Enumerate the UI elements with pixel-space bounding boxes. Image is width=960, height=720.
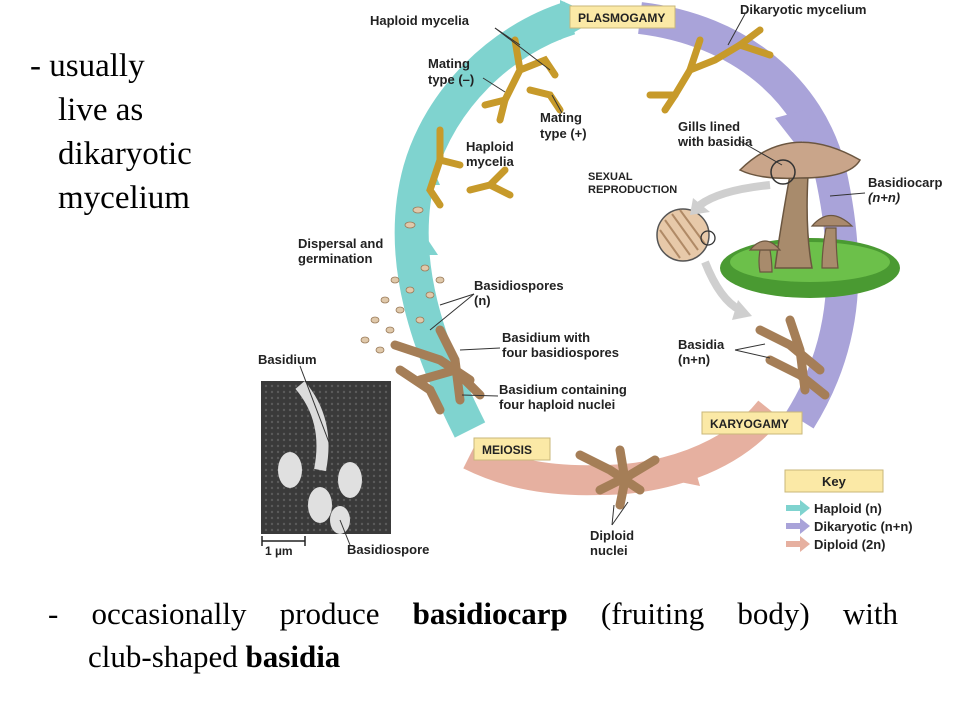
stage-label: KARYOGAMY <box>710 417 789 431</box>
legend-label: Dikaryotic (n+n) <box>814 519 913 534</box>
legend-arrow-icon <box>786 536 810 552</box>
label-basidiospores: Basidiospores <box>474 278 564 293</box>
label-dispersal: Dispersal and <box>298 236 383 251</box>
basidia-cluster-left <box>390 325 485 415</box>
diploid-arrow <box>463 400 782 496</box>
legend-arrow-icon <box>786 500 810 516</box>
haploid-mycelia-illustration <box>426 26 774 209</box>
bullet-usually: - usually live as dikaryotic mycelium <box>30 44 192 220</box>
legend-item-haploid: Haploid (n) <box>786 500 882 516</box>
mushroom-cap-small <box>748 240 782 251</box>
stage-karyogamy: KARYOGAMY <box>701 411 803 435</box>
legend-label: Haploid (n) <box>814 501 882 516</box>
label-dikaryotic-mycelium: Dikaryotic mycelium <box>740 2 866 17</box>
haploid-arrowhead <box>400 140 440 185</box>
mushroom-stem-small <box>758 249 773 273</box>
legend-item-diploid: Diploid (2n) <box>786 536 886 552</box>
bullet-text: (fruiting body) with <box>567 596 899 631</box>
label-diploid-nuclei: nuclei <box>590 543 628 558</box>
label-basidiospores: (n) <box>474 293 491 308</box>
label-dispersal: germination <box>298 251 372 266</box>
basidia-cluster-right <box>755 315 830 400</box>
mushroom-stem-small <box>821 227 839 269</box>
bullet-text: club-shaped <box>88 639 246 674</box>
zoom-circle <box>770 159 796 185</box>
stage-meiosis: MEIOSIS <box>473 437 551 461</box>
bullet-occasionally-line2: club-shaped basidia <box>48 635 898 678</box>
basidiocarp-mushroom-illustration <box>656 141 900 320</box>
label-haploid-mycelia-mid: mycelia <box>466 154 514 169</box>
label-gills: with basidia <box>677 134 753 149</box>
legend-item-dikaryotic: Dikaryotic (n+n) <box>786 518 913 534</box>
label-basidium-four-nuclei: Basidium containing <box>499 382 627 397</box>
label-gills: Gills lined <box>678 119 740 134</box>
bullet-usually-line: dikaryotic <box>58 136 192 172</box>
label-haploid-mycelia-mid: Haploid <box>466 139 514 154</box>
label-basidium-four-spores: four basidiospores <box>502 345 619 360</box>
micrograph-structure <box>295 381 329 472</box>
dikaryotic-arrowhead <box>775 108 812 150</box>
label-micrograph-basidium: Basidium <box>258 352 317 367</box>
zoom-arrowhead <box>732 300 752 320</box>
label-mating-type-minus: type (–) <box>428 72 474 87</box>
label-mating-type-plus: type (+) <box>540 126 587 141</box>
stage-label: MEIOSIS <box>482 443 532 457</box>
bullet-text: - occasionally produce <box>48 596 413 631</box>
zoom-circle <box>700 230 716 246</box>
haploid-arrowhead <box>398 225 438 255</box>
diploid-arrowhead <box>660 452 700 486</box>
label-basidium-four-spores: Basidium with <box>502 330 590 345</box>
center-label: REPRODUCTION <box>588 184 677 196</box>
label-basidia: Basidia <box>678 337 725 352</box>
bullet-usually-line: live as <box>58 92 144 128</box>
legend-key: Key Haploid (n) Dikaryotic (n+n) Diploid… <box>784 469 913 552</box>
term-basidia: basidia <box>245 639 341 674</box>
term-basidiocarp: basidiocarp <box>412 596 568 631</box>
zoom-arrowhead <box>690 198 710 215</box>
label-mating-type-minus: Mating <box>428 56 470 71</box>
label-mating-type-plus: Mating <box>540 110 582 125</box>
label-basidiocarp: (n+n) <box>868 190 900 205</box>
spores <box>360 206 445 354</box>
zoom-arrow <box>697 181 771 209</box>
bullet-occasionally-line1: - occasionally produce basidiocarp (frui… <box>48 592 898 635</box>
legend-label: Diploid (2n) <box>814 537 886 552</box>
bullet-usually-line: - usually <box>30 48 145 84</box>
bullet-usually-line: mycelium <box>58 180 190 216</box>
bullet-occasionally: - occasionally produce basidiocarp (frui… <box>48 592 898 678</box>
basidium-micrograph <box>261 381 391 546</box>
label-micrograph-basidiospore: Basidiospore <box>347 542 429 557</box>
mushroom-stem <box>774 174 813 269</box>
label-scale-bar: 1 µm <box>265 544 293 558</box>
leader-lines <box>299 13 866 546</box>
label-haploid-mycelia: Haploid mycelia <box>370 13 470 28</box>
stage-plasmogamy: PLASMOGAMY <box>569 5 676 29</box>
label-basidiocarp: Basidiocarp <box>868 175 942 190</box>
center-label: SEXUAL <box>588 171 633 183</box>
label-diploid-nuclei: Diploid <box>590 528 634 543</box>
mushroom-cap-small <box>810 214 854 227</box>
mushroom-cap <box>738 141 862 180</box>
label-basidium-four-nuclei: four haploid nuclei <box>499 397 615 412</box>
basidia-cluster-bottom <box>575 445 660 510</box>
label-basidia: (n+n) <box>678 352 710 367</box>
legend-arrow-icon <box>786 518 810 534</box>
legend-title: Key <box>822 474 847 489</box>
stage-label: PLASMOGAMY <box>578 11 665 25</box>
